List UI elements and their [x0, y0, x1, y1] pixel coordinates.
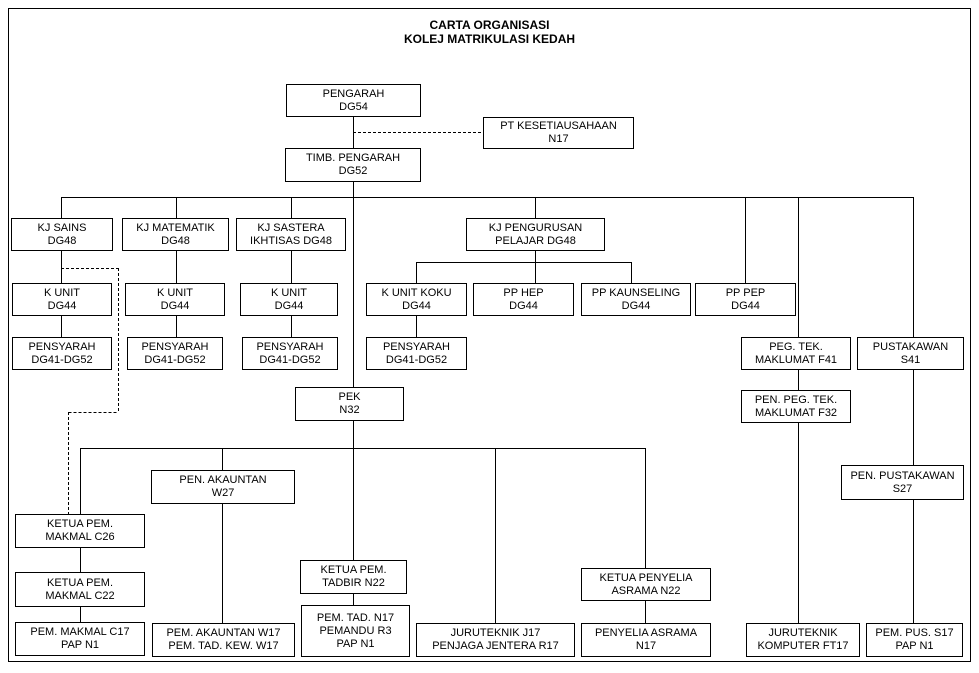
- ketua-pem-tadbir-box: KETUA PEM.TADBIR N22: [300, 560, 407, 594]
- ketua-pem-makmal-c22-box: KETUA PEM.MAKMAL C22: [15, 572, 145, 607]
- chart-title-line2: KOLEJ MATRIKULASI KEDAH: [403, 32, 576, 46]
- chart-frame: [8, 8, 971, 662]
- peg-tek-maklumat-box: PEG. TEK.MAKLUMAT F41: [741, 337, 851, 370]
- pen-peg-tek-maklumat-box: PEN. PEG. TEK.MAKLUMAT F32: [741, 390, 851, 423]
- ketua-pem-makmal-c26-box: KETUA PEM.MAKMAL C26: [15, 514, 145, 548]
- chart-title-line1: CARTA ORGANISASI: [429, 18, 550, 32]
